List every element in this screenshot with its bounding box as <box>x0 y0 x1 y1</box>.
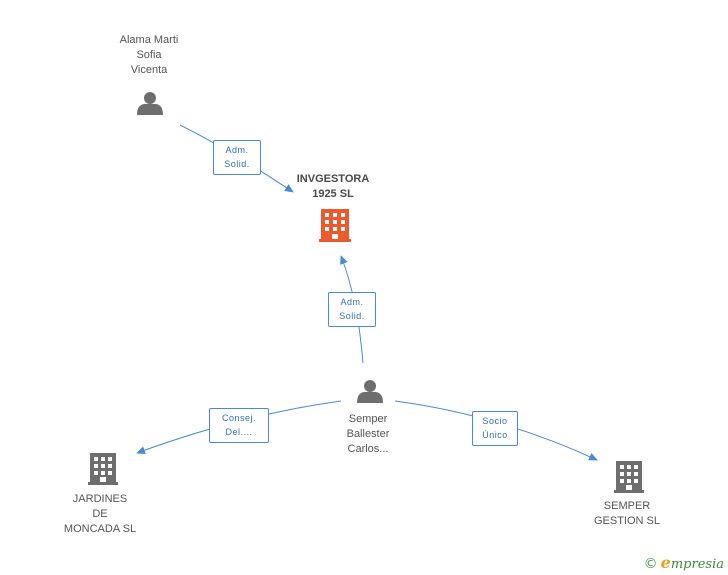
edge-label-alama-to-main: Adm. Solid. <box>213 140 261 175</box>
edge-label-line: Adm. <box>225 145 249 155</box>
node-label-line: 1925 SL <box>312 188 354 200</box>
node-label-line: Ballester <box>346 428 390 440</box>
node-label-line: MONCADA SL <box>63 523 137 535</box>
node-label-line: Sofia <box>136 49 162 61</box>
brand-name: mpresia <box>670 557 724 572</box>
building-icon-semper-gestion[interactable] <box>614 461 644 493</box>
edge-label-semper-to-gestion: Socio Único <box>472 411 518 446</box>
node-label-semper[interactable]: Semper Ballester Carlos... <box>347 412 390 457</box>
brand-initial: e <box>660 553 671 572</box>
edge-label-semper-to-jardines: Consej. Del.... <box>209 408 269 443</box>
node-label-line: GESTION SL <box>593 515 661 527</box>
edge-label-line: Consej. <box>221 413 256 423</box>
building-icon-jardines[interactable] <box>88 453 118 485</box>
node-label-line: INVGESTORA <box>296 173 370 185</box>
node-label-line: SEMPER <box>603 500 651 512</box>
node-label-line: Carlos... <box>347 443 389 455</box>
person-icon[interactable] <box>137 92 163 115</box>
edge-label-line: Del.... <box>225 427 253 437</box>
node-label-line: Semper <box>348 413 388 425</box>
node-label-line: Vicenta <box>130 64 168 76</box>
edge-label-line: Único <box>482 430 508 440</box>
edge-label-line: Solid. <box>224 159 250 169</box>
edge-label-line: Adm. <box>340 297 364 307</box>
edge-label-line: Solid. <box>339 311 365 321</box>
edge-label-line: Socio <box>482 416 508 426</box>
node-label-alama[interactable]: Alama Marti Sofia Vicenta <box>120 33 179 78</box>
node-label-main-company[interactable]: INVGESTORA 1925 SL <box>297 172 370 202</box>
node-label-line: JARDINES <box>72 493 128 505</box>
person-icon[interactable] <box>357 380 383 403</box>
building-icon-main[interactable] <box>319 209 351 242</box>
copyright-icon: © <box>643 556 658 572</box>
node-label-line: Alama Marti <box>119 34 179 46</box>
node-label-line: DE <box>92 508 108 520</box>
node-label-jardines[interactable]: JARDINES DE MONCADA SL <box>64 492 136 537</box>
edge-label-semper-to-main: Adm. Solid. <box>328 292 376 327</box>
empresia-watermark: ©empresia <box>644 553 724 572</box>
node-label-semper-gestion[interactable]: SEMPER GESTION SL <box>594 499 660 529</box>
